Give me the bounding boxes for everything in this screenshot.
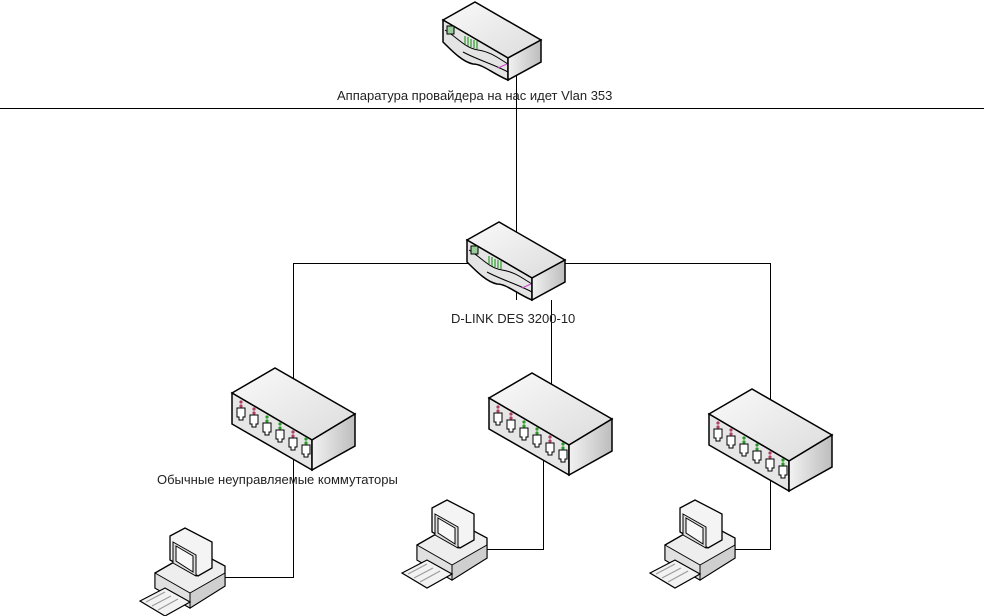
workstation-2-icon: [401, 499, 488, 589]
provider-router-icon: [442, 1, 542, 81]
core-switch-label: D-LINK DES 3200-10: [451, 311, 576, 326]
provider-label: Аппаратура провайдера на нас идет Vlan 3…: [337, 88, 613, 103]
pc2-line: [478, 455, 544, 550]
workstation-1-icon: [139, 527, 226, 616]
pc1-line: [218, 430, 294, 578]
core-switch-icon: [466, 221, 566, 301]
workstation-3-icon: [649, 499, 736, 589]
unmanaged-switch-3-icon: [708, 388, 833, 492]
trunk-line: [293, 263, 771, 550]
unmanaged-switches-label: Обычные неуправляемые коммутаторы: [157, 472, 398, 487]
unmanaged-switch-2-icon: [488, 372, 613, 476]
unmanaged-switch-1-icon: [231, 367, 356, 471]
connection-lines: [0, 40, 984, 578]
